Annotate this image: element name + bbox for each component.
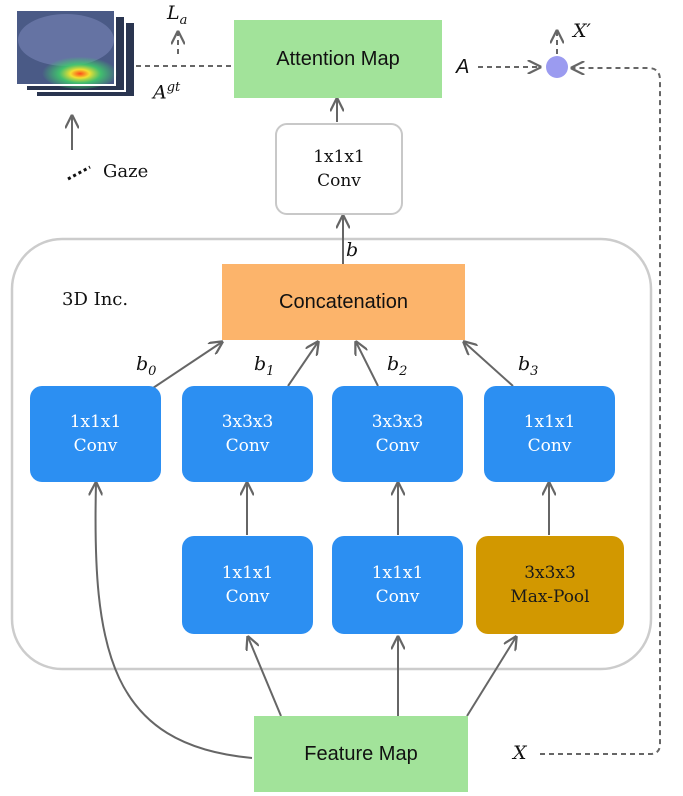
merge-node-icon [546, 56, 568, 78]
fm-to-maxpool-arrow [466, 637, 516, 717]
concat-output-label: b [346, 239, 359, 261]
branch3-conv-top-box: 1x1x1 Conv [484, 386, 615, 482]
branch3-top-line1: 1x1x1 [523, 412, 576, 432]
branch3-top-line2: Conv [527, 436, 572, 456]
input-symbol: X [513, 742, 527, 764]
branch0-line1: 1x1x1 [69, 412, 122, 432]
fm-to-branch1-arrow [248, 637, 282, 717]
maxpool-line2: Max-Pool [510, 587, 590, 607]
branch2-bottom-line2: Conv [375, 587, 420, 607]
ground-truth-label: Agt [153, 80, 181, 104]
gaze-heatmap-icon [15, 9, 136, 98]
loss-label: La [167, 2, 188, 28]
b2-arrow [356, 342, 379, 387]
branch1-conv-bottom-box: 1x1x1 Conv [182, 536, 313, 634]
b2-label: b2 [387, 353, 408, 379]
inception-module-outline [10, 237, 653, 671]
gaze-label: Gaze [103, 161, 149, 182]
branch2-conv-bottom-box: 1x1x1 Conv [332, 536, 463, 634]
concatenation-box: Concatenation [222, 264, 465, 340]
concatenation-label: Concatenation [279, 290, 408, 313]
attention-map-box: Attention Map [234, 20, 442, 98]
module-label: 3D Inc. [62, 289, 129, 310]
conv-top-line1: 1x1x1 [313, 147, 365, 167]
attention-symbol: A [456, 56, 470, 78]
b0-label: b0 [136, 353, 157, 379]
b3-label: b3 [518, 353, 539, 379]
fm-to-branch0-arrow [96, 483, 253, 759]
branch1-top-line1: 3x3x3 [221, 412, 274, 432]
output-symbol: X′ [573, 20, 591, 42]
feature-map-label: Feature Map [304, 742, 418, 765]
branch0-conv-box: 1x1x1 Conv [30, 386, 161, 482]
branch2-top-line2: Conv [375, 436, 420, 456]
attention-map-label: Attention Map [276, 47, 400, 70]
gaze-dots [67, 165, 91, 181]
branch1-top-line2: Conv [225, 436, 270, 456]
b3-arrow [464, 342, 514, 387]
feature-map-box: Feature Map [254, 716, 468, 792]
maxpool-line1: 3x3x3 [524, 563, 576, 583]
maxpool-box: 3x3x3 Max-Pool [476, 536, 624, 634]
branch0-line2: Conv [73, 436, 118, 456]
conv-top-line2: Conv [317, 171, 361, 191]
b1-label: b1 [254, 353, 275, 379]
branch1-conv-top-box: 3x3x3 Conv [182, 386, 313, 482]
branch1-bottom-line2: Conv [225, 587, 270, 607]
branch2-bottom-line1: 1x1x1 [371, 563, 424, 583]
conv-top-box: 1x1x1 Conv [275, 123, 403, 215]
branch1-bottom-line1: 1x1x1 [221, 563, 274, 583]
b0-arrow [152, 342, 222, 389]
branch2-top-line1: 3x3x3 [371, 412, 424, 432]
input-skip-path [540, 68, 661, 755]
b1-arrow [287, 342, 318, 387]
branch2-conv-top-box: 3x3x3 Conv [332, 386, 463, 482]
